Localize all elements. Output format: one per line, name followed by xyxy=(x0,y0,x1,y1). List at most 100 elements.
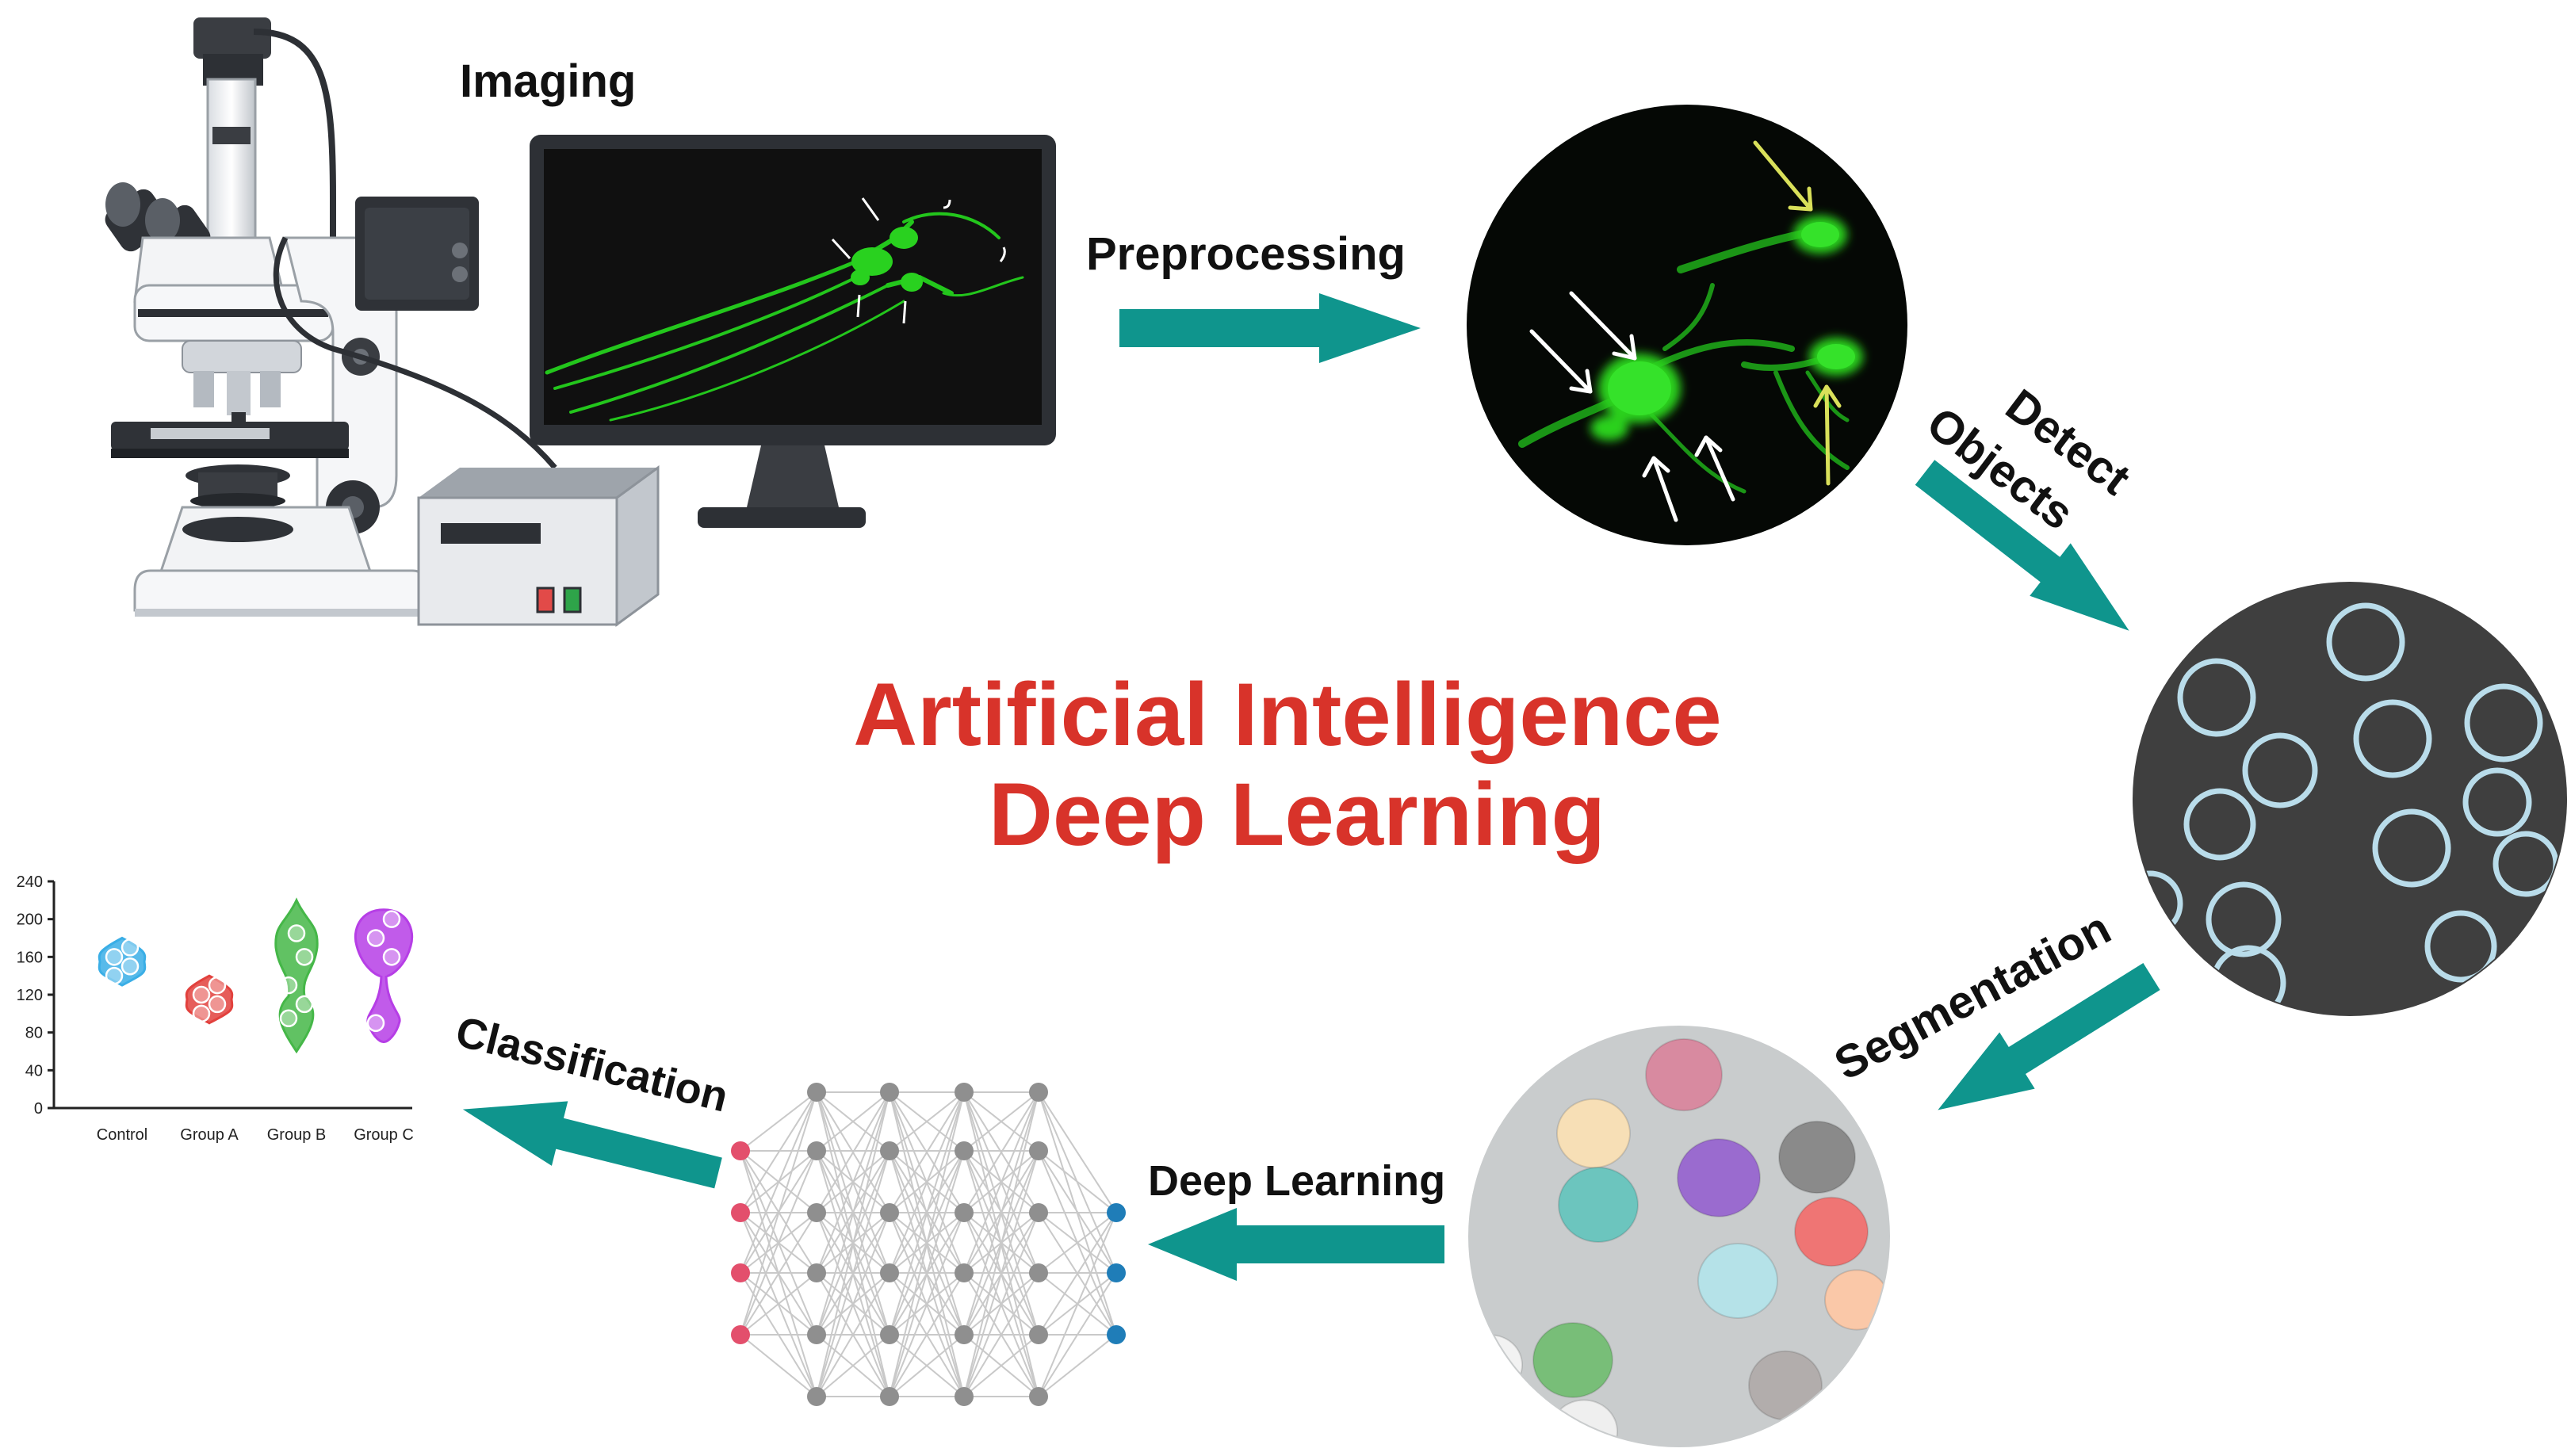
x-tick-label: Control xyxy=(97,1126,147,1144)
violin xyxy=(98,936,147,987)
power-supply-box xyxy=(273,236,660,627)
nn-hidden-node xyxy=(1029,1083,1048,1102)
nn-hidden-node xyxy=(955,1325,974,1344)
data-point xyxy=(105,966,124,985)
segmented-cell xyxy=(1677,1138,1761,1217)
data-point xyxy=(382,948,401,966)
nn-hidden-node xyxy=(955,1141,974,1160)
y-tick-label: 200 xyxy=(17,911,43,929)
data-point xyxy=(208,995,227,1014)
y-tick-label: 120 xyxy=(17,987,43,1004)
nn-hidden-node xyxy=(807,1083,826,1102)
segmented-cell xyxy=(1558,1167,1639,1243)
label-deep-learning: Deep Learning xyxy=(1148,1157,1445,1205)
data-point xyxy=(192,985,211,1004)
nn-hidden-node xyxy=(807,1325,826,1344)
nn-input-node xyxy=(731,1263,750,1282)
label-preprocessing: Preprocessing xyxy=(1086,228,1406,280)
data-point xyxy=(192,1004,211,1023)
data-point xyxy=(287,924,306,942)
data-point xyxy=(366,1014,385,1032)
nn-hidden-node xyxy=(880,1203,899,1222)
segmented-cell xyxy=(1697,1243,1778,1319)
detected-object-ring xyxy=(2464,683,2543,762)
nn-output-node xyxy=(1107,1203,1126,1222)
segmented-cell xyxy=(1778,1120,1856,1194)
y-tick-label: 80 xyxy=(25,1025,43,1042)
y-tick-label: 40 xyxy=(25,1062,43,1080)
preprocessed-image-circle xyxy=(1467,105,1907,545)
arrow-segmentation xyxy=(1938,963,2160,1110)
label-classification: Classification xyxy=(451,1007,733,1121)
data-point xyxy=(279,1009,298,1028)
x-tick-label: Group C xyxy=(354,1126,414,1144)
nn-hidden-node xyxy=(955,1387,974,1406)
x-tick-label: Group B xyxy=(267,1126,326,1144)
label-segmentation: Segmentation xyxy=(1827,902,2119,1090)
nn-hidden-node xyxy=(1029,1387,1048,1406)
nn-hidden-node xyxy=(807,1203,826,1222)
detected-object-ring xyxy=(2353,699,2432,778)
title-line-2: Deep Learning xyxy=(989,765,1605,864)
nn-input-node xyxy=(731,1325,750,1344)
neural-network xyxy=(731,1083,1126,1406)
violin xyxy=(185,974,234,1025)
detected-object-ring xyxy=(2372,808,2451,888)
microscope-illustration xyxy=(105,17,479,617)
detected-object-ring xyxy=(2206,881,2282,957)
nn-connections xyxy=(740,1091,1117,1397)
segmented-cell xyxy=(1532,1322,1613,1398)
arrow-detect xyxy=(1915,460,2129,631)
nn-hidden-node xyxy=(880,1325,899,1344)
data-point xyxy=(121,938,140,957)
detected-object-ring xyxy=(2424,910,2497,983)
data-point xyxy=(279,976,298,995)
nn-input-node xyxy=(731,1203,750,1222)
detected-object-ring xyxy=(2462,767,2532,837)
nn-hidden-node xyxy=(955,1083,974,1102)
nn-hidden-node xyxy=(807,1141,826,1160)
data-point xyxy=(208,976,227,995)
nn-hidden-node xyxy=(1029,1203,1048,1222)
detected-objects-circle xyxy=(2133,582,2567,1016)
segmented-cell xyxy=(1748,1350,1823,1421)
nn-output-node xyxy=(1107,1325,1126,1344)
label-imaging: Imaging xyxy=(460,55,636,107)
nn-hidden-node xyxy=(880,1141,899,1160)
nn-hidden-node xyxy=(955,1203,974,1222)
nn-hidden-node xyxy=(955,1263,974,1282)
data-point xyxy=(105,948,124,966)
arrow-classification xyxy=(462,1101,722,1189)
y-tick-label: 0 xyxy=(34,1100,43,1118)
detected-object-ring xyxy=(2326,602,2405,682)
nn-hidden-node xyxy=(1029,1141,1048,1160)
nn-input-node xyxy=(731,1141,750,1160)
y-tick-label: 240 xyxy=(17,873,43,891)
segmented-cell xyxy=(1794,1196,1869,1267)
x-tick-label: Group A xyxy=(180,1126,239,1144)
segmented-cell xyxy=(1645,1038,1723,1112)
nn-hidden-node xyxy=(1029,1325,1048,1344)
nn-hidden-node xyxy=(880,1263,899,1282)
flow-arrows xyxy=(462,293,2160,1281)
title-line-1: Artificial Intelligence xyxy=(853,665,1721,764)
segmentation-circle xyxy=(1468,1026,1890,1447)
violin xyxy=(354,908,414,1044)
detected-object-ring xyxy=(2177,658,2256,737)
detected-object-ring xyxy=(2183,788,2256,861)
data-point xyxy=(366,929,385,947)
segmented-cell xyxy=(1824,1269,1888,1331)
data-point xyxy=(382,910,401,928)
segmented-cell xyxy=(1556,1098,1631,1169)
detected-object-ring xyxy=(2242,732,2318,808)
violin-shape xyxy=(274,897,319,1054)
data-point xyxy=(295,948,314,966)
arrow-deep-learning xyxy=(1148,1208,1444,1281)
data-point xyxy=(121,957,140,976)
nn-hidden-node xyxy=(880,1387,899,1406)
data-point xyxy=(295,995,314,1014)
violin xyxy=(274,897,319,1054)
